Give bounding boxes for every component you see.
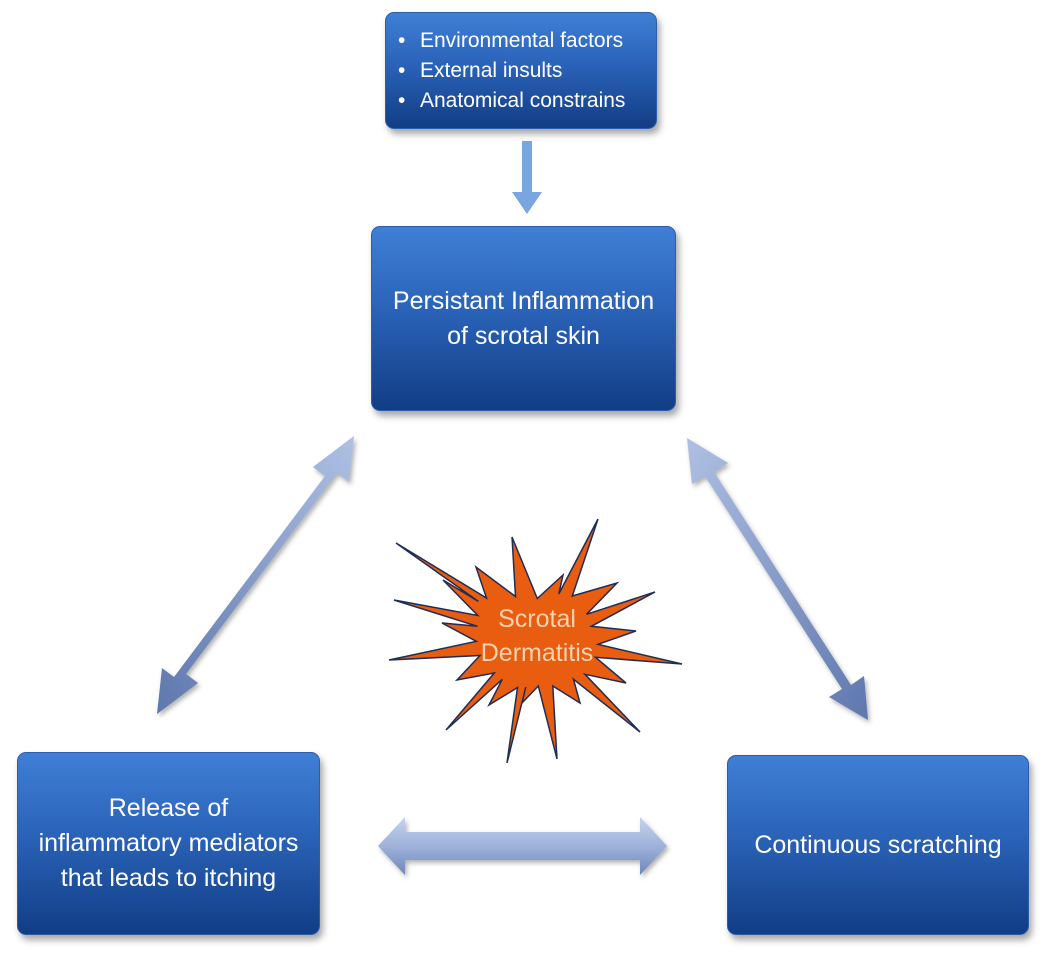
inflammation-box: Persistant Inflammation of scrotal skin: [371, 226, 676, 411]
factors-to-inflammation-arrow: [512, 141, 542, 214]
starburst-shape: [388, 518, 683, 764]
mediator-release-line1: Release of: [108, 794, 229, 822]
mediator-release-line2: inflammatory mediators: [38, 829, 299, 857]
scratching-box: Continuous scratching: [727, 755, 1029, 935]
contributing-factors-box: Environmental factors External insults A…: [385, 12, 657, 129]
inflammation-label: Persistant Inflammation of scrotal skin: [393, 284, 654, 354]
factor-item: External insults: [398, 56, 625, 86]
mediator-release-box: Release of inflammatory mediators that l…: [17, 752, 320, 935]
inflammation-label-line2: of scrotal skin: [447, 321, 600, 350]
starburst-label-line2: Dermatitis: [481, 639, 594, 667]
factor-item: Environmental factors: [398, 26, 625, 56]
mediator-release-line3: that leads to itching: [60, 864, 277, 892]
contributing-factors-list: Environmental factors External insults A…: [398, 26, 625, 116]
mediator-release-label: Release of inflammatory mediators that l…: [39, 791, 299, 896]
scratching-label: Continuous scratching: [754, 830, 1002, 859]
left-double-arrow: [157, 436, 354, 714]
factor-item: Anatomical constrains: [398, 86, 625, 116]
right-double-arrow: [687, 438, 868, 720]
inflammation-label-line1: Persistant Inflammation: [392, 286, 655, 315]
bottom-double-arrow: [378, 817, 667, 875]
starburst-label-line1: Scrotal: [498, 605, 576, 633]
